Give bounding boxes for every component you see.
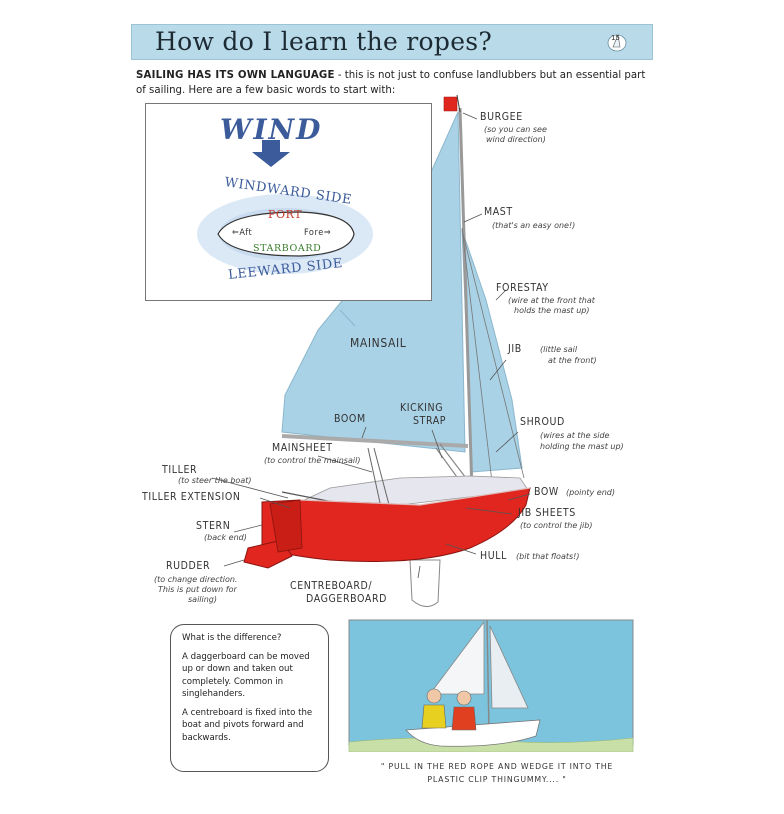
jib-sheets-desc: (to control the jib) [520, 521, 593, 530]
aft-label: ⇐Aft [232, 228, 253, 238]
burgee-desc-1: (so you can see [484, 125, 547, 134]
mast-label: MAST [484, 206, 513, 218]
boom-label: BOOM [334, 413, 366, 425]
note-question: What is the difference? [182, 633, 282, 643]
note-centreboard: A centreboard is fixed into the boat and… [182, 707, 313, 743]
intro-text: SAILING HAS ITS OWN LANGUAGE - this is n… [136, 68, 656, 98]
rudder-desc-1: (to change direction. [154, 575, 238, 584]
hull-desc: (bit that floats!) [516, 552, 580, 561]
tiller-label: TILLER [162, 464, 198, 476]
difference-note [170, 624, 329, 772]
tiller-extension-label: TILLER EXTENSION [142, 491, 241, 503]
fore-text: Fore [304, 228, 324, 238]
forestay-desc-1: (wire at the front that [508, 296, 595, 305]
centreboard-label-1: CENTREBOARD/ [290, 580, 373, 592]
aft-text: Aft [239, 228, 253, 238]
hull-label: HULL [480, 550, 507, 562]
centreboard-label-2: DAGGERBOARD [306, 593, 387, 605]
mainsheet-label: MAINSHEET [272, 442, 333, 454]
mainsheet-desc: (to control the mainsail) [264, 456, 361, 465]
sea-caption: " PULL IN THE RED ROPE AND WEDGE IT INTO… [380, 762, 614, 784]
jib-sheets-label: JIB SHEETS [518, 507, 576, 519]
burgee-desc-2: wind direction) [486, 135, 546, 144]
burgee-flag [443, 96, 458, 112]
bow-desc: (pointy end) [566, 488, 615, 497]
hull [261, 487, 531, 562]
mast [458, 107, 474, 493]
centreboard [409, 559, 441, 607]
jib-label: JIB [508, 343, 522, 355]
starboard-label: STARBOARD [253, 243, 322, 254]
rudder-desc-2: This is put down for [158, 585, 237, 594]
mainsail-label: MAINSAIL [350, 336, 407, 350]
kicking-strap-label-1: KICKING [400, 402, 444, 414]
jib-desc-2: at the front) [548, 356, 597, 365]
shroud-desc-2: holding the mast up) [540, 442, 624, 451]
wind-label: WIND [220, 113, 323, 146]
bow-label: BOW [534, 486, 559, 498]
forestay-label: FORESTAY [496, 282, 549, 294]
difference-note-text: What is the difference? A daggerboard ca… [182, 632, 322, 750]
page-number: 15 [611, 34, 620, 42]
intro-lead: SAILING HAS ITS OWN LANGUAGE [136, 70, 335, 81]
forestay-desc-2: holds the mast up) [514, 306, 590, 315]
title-bar [131, 24, 653, 60]
tiller-desc: (to steer the boat) [178, 476, 252, 485]
stern-label: STERN [196, 520, 231, 532]
page-title: How do I learn the ropes? [155, 27, 493, 56]
kicking-strap-label-2: STRAP [413, 415, 447, 427]
burgee-label: BURGEE [480, 111, 523, 123]
rudder-label: RUDDER [166, 560, 211, 572]
shroud-desc-1: (wires at the side [540, 431, 610, 440]
shroud-label: SHROUD [520, 416, 565, 428]
fore-label: Fore⇒ [304, 228, 332, 238]
jib-desc-1: (little sail [540, 345, 578, 354]
port-label: PORT [268, 208, 303, 221]
note-daggerboard: A daggerboard can be moved up or down an… [182, 651, 310, 700]
mast-desc: (that's an easy one!) [492, 221, 576, 230]
intro-body: - this is not just to confuse landlubber… [136, 70, 646, 96]
rudder-desc-3: sailing) [188, 595, 218, 604]
stern-desc: (back end) [204, 533, 247, 542]
